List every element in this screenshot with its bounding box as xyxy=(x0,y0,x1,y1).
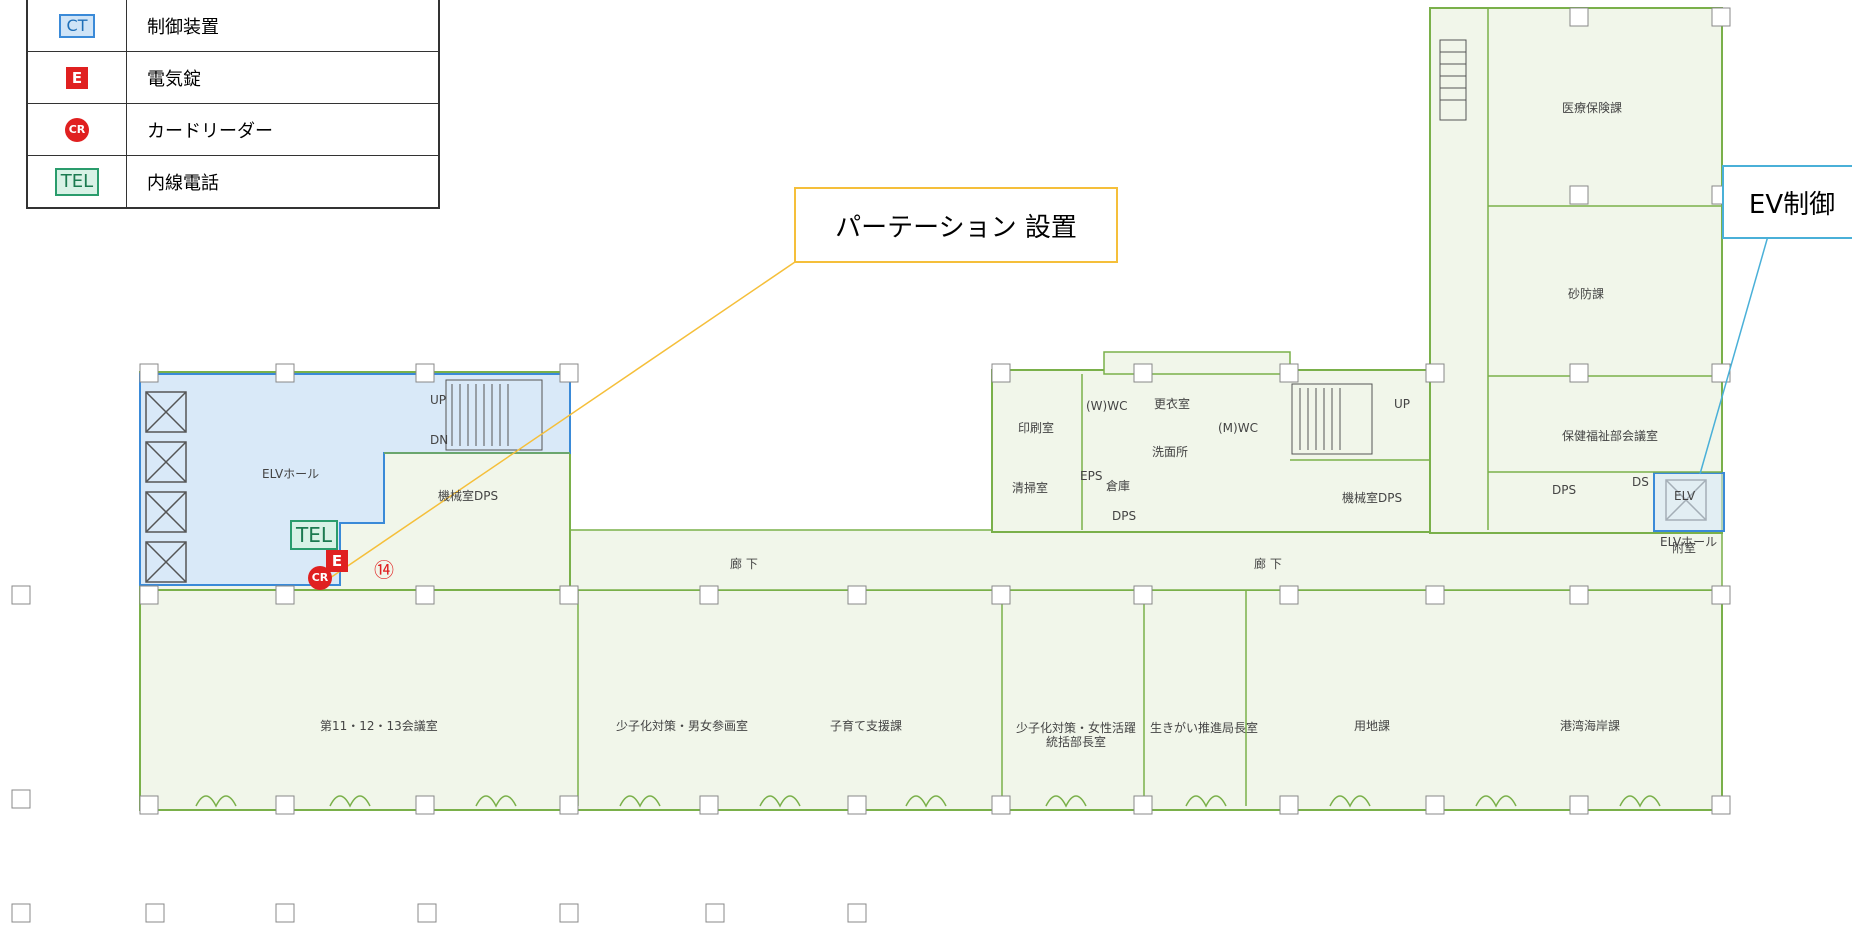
card-reader-icon: CR xyxy=(65,118,89,142)
building-outline-main xyxy=(139,589,1723,811)
electric-lock-icon: E xyxy=(66,66,88,89)
service-core xyxy=(991,369,1431,533)
windows-bottom xyxy=(195,795,1661,808)
room-director-2: 統括部長室 xyxy=(1046,734,1106,749)
partition-leader-line xyxy=(329,227,846,579)
room-storage: 倉庫 xyxy=(1106,478,1130,493)
partition-callout: パーテーション 設置 xyxy=(794,187,1118,263)
pillars xyxy=(11,7,1731,923)
room-elv-hall-right: ELVホール xyxy=(1660,535,1717,549)
room-machine-dps-left: 機械室DPS xyxy=(438,488,498,503)
service-core-top xyxy=(1103,351,1291,375)
door-number-label: ⑭ xyxy=(374,558,394,582)
ev-control-leader-line xyxy=(1699,235,1769,475)
room-machine-dps-right: 機械室DPS xyxy=(1342,490,1402,505)
legend-label-tel: 内線電話 xyxy=(126,155,440,209)
room-w-wc: (W)WC xyxy=(1086,399,1127,413)
room-dn-left: DN xyxy=(430,433,448,447)
stairs xyxy=(445,39,1467,455)
room-washroom: 洗面所 xyxy=(1152,445,1188,459)
ct-icon: CT xyxy=(58,13,96,38)
room-dps-mid: DPS xyxy=(1112,509,1136,523)
room-ds: DS xyxy=(1632,475,1649,489)
electric-lock-marker: E xyxy=(326,550,348,572)
legend-row-cr: CR カードリーダー xyxy=(26,103,440,156)
legend-table: CT 制御装置 E 電気錠 CR カードリーダー TEL 内線電話 xyxy=(26,0,440,209)
room-gender-equality: 少子化対策・男女参画室 xyxy=(616,718,748,733)
legend-row-tel: TEL 内線電話 xyxy=(26,155,440,209)
room-elv-hall: ELVホール xyxy=(262,467,319,481)
room-medical: 医療保険課 xyxy=(1562,100,1622,115)
legend-row-ct: CT 制御装置 xyxy=(26,0,440,52)
room-ikigai: 生きがい推進局長室 xyxy=(1150,720,1258,735)
telephone-icon: TEL xyxy=(54,167,100,196)
legend-row-e: E 電気錠 xyxy=(26,51,440,104)
room-up-right: UP xyxy=(1394,397,1410,411)
room-cleaning: 清掃室 xyxy=(1012,480,1048,495)
room-land: 用地課 xyxy=(1354,718,1390,733)
building-outline-tower xyxy=(1429,7,1723,534)
room-elv-right: ELV xyxy=(1674,489,1696,503)
elv-right-highlight xyxy=(1653,472,1725,532)
room-harbor: 港湾海岸課 xyxy=(1560,718,1620,733)
legend-label-ct: 制御装置 xyxy=(126,0,440,52)
ev-control-callout: EV制御 xyxy=(1722,165,1852,239)
elv-hall-controlled-area xyxy=(139,373,571,586)
room-eps: EPS xyxy=(1080,469,1102,483)
telephone-marker: TEL xyxy=(290,520,338,550)
room-locker: 更衣室 xyxy=(1154,396,1190,411)
room-director-1: 少子化対策・女性活躍 xyxy=(1016,720,1136,735)
room-childcare: 子育て支援課 xyxy=(830,718,902,733)
room-m-wc: (M)WC xyxy=(1218,421,1258,435)
room-welfare-meeting: 保健福祉部会議室 xyxy=(1562,428,1658,443)
room-corridor-right: 廊 下 xyxy=(1254,556,1282,571)
room-up-left: UP xyxy=(430,393,446,407)
room-corridor-left: 廊 下 xyxy=(730,556,758,571)
interior-walls xyxy=(384,8,1722,806)
room-print: 印刷室 xyxy=(1018,420,1054,435)
room-erosion: 砂防課 xyxy=(1568,286,1604,301)
room-dps-right: DPS xyxy=(1552,483,1576,497)
card-reader-marker: CR xyxy=(308,566,332,590)
room-annex: 附室 xyxy=(1672,540,1696,555)
room-meeting-11-13: 第11・12・13会議室 xyxy=(320,718,438,733)
legend-label-e: 電気錠 xyxy=(126,51,440,104)
legend-label-cr: カードリーダー xyxy=(126,103,440,156)
